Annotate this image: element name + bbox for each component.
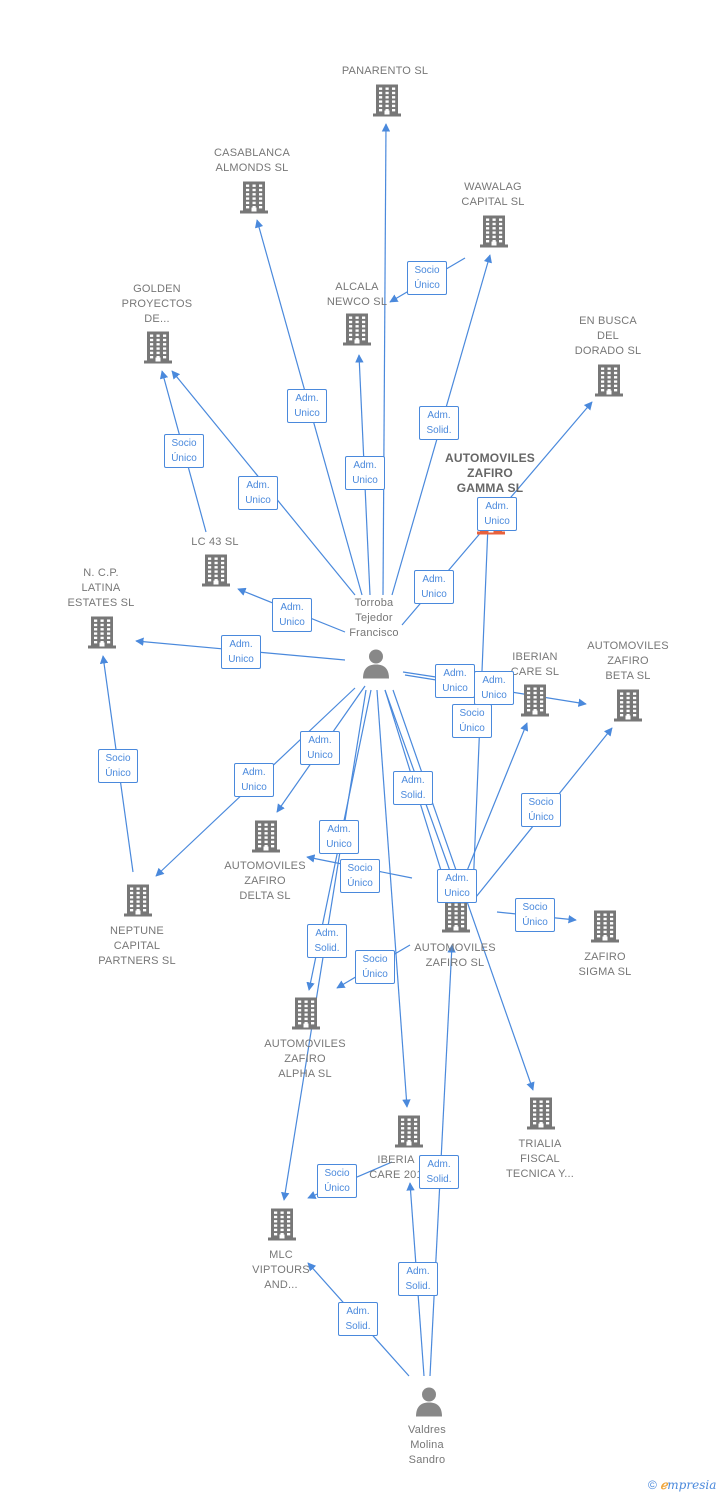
- building-icon[interactable]: [520, 683, 550, 722]
- edge-role-tag[interactable]: Socio Único: [317, 1164, 357, 1198]
- company-label-enbusca[interactable]: EN BUSCA DEL DORADO SL: [574, 315, 642, 357]
- edge-role-tag[interactable]: Adm. Unico: [234, 763, 274, 797]
- company-label-golden[interactable]: GOLDEN PROYECTOS DE...: [121, 283, 193, 325]
- company-label-wawalag[interactable]: WAWALAG CAPITAL SL: [461, 181, 525, 208]
- company-label-zafiro[interactable]: AUTOMOVILES ZAFIRO SL: [414, 942, 496, 969]
- company-label-iberiancare[interactable]: IBERIAN CARE SL: [510, 651, 560, 678]
- edge-role-tag[interactable]: Adm. Unico: [300, 731, 340, 765]
- company-label-sigma[interactable]: ZAFIRO SIGMA SL: [578, 951, 632, 978]
- company-label-panarento[interactable]: PANARENTO SL: [341, 65, 429, 77]
- company-label-iberia2016[interactable]: IBERIA CARE 201: [369, 1154, 423, 1181]
- empresia-logo: ℯmpresia: [660, 1478, 717, 1492]
- edge-role-tag[interactable]: Adm. Unico: [435, 664, 475, 698]
- edge-role-tag[interactable]: Adm. Unico: [238, 476, 278, 510]
- edge-role-tag[interactable]: Adm. Unico: [319, 820, 359, 854]
- edge-role-tag[interactable]: Adm. Solid.: [307, 924, 347, 958]
- company-label-ncp[interactable]: N. C.P. LATINA ESTATES SL: [67, 567, 135, 609]
- edge-role-tag[interactable]: Socio Único: [407, 261, 447, 295]
- building-icon[interactable]: [251, 819, 281, 858]
- edge-role-tag[interactable]: Adm. Unico: [287, 389, 327, 423]
- edge-zafiro-iberiancare: [457, 722, 529, 894]
- edge-role-tag[interactable]: Adm. Solid.: [419, 1155, 459, 1189]
- building-icon[interactable]: [342, 312, 372, 351]
- company-label-mlc[interactable]: MLC VIPTOURS AND...: [252, 1249, 310, 1291]
- company-label-neptune[interactable]: NEPTUNE CAPITAL PARTNERS SL: [98, 925, 176, 967]
- edge-role-tag[interactable]: Socio Único: [164, 434, 204, 468]
- building-icon[interactable]: [87, 615, 117, 654]
- edge-role-tag[interactable]: Adm. Solid.: [393, 771, 433, 805]
- edge-role-tag[interactable]: Adm. Unico: [437, 869, 477, 903]
- company-label-trialia[interactable]: TRIALIA FISCAL TECNICA Y...: [505, 1138, 575, 1180]
- edge-role-tag[interactable]: Socio Único: [521, 793, 561, 827]
- building-icon[interactable]: [239, 180, 269, 219]
- building-icon[interactable]: [201, 553, 231, 592]
- building-icon[interactable]: [123, 883, 153, 922]
- building-icon[interactable]: [590, 909, 620, 948]
- edge-role-tag[interactable]: Adm. Unico: [345, 456, 385, 490]
- empresia-footer[interactable]: © ℯmpresia: [648, 1478, 716, 1492]
- building-icon[interactable]: [143, 330, 173, 369]
- edge-role-tag[interactable]: Adm. Unico: [477, 497, 517, 531]
- edge-role-tag[interactable]: Socio Único: [340, 859, 380, 893]
- edge-role-tag[interactable]: Socio Único: [452, 704, 492, 738]
- edge-role-tag[interactable]: Adm. Unico: [414, 570, 454, 604]
- building-icon[interactable]: [372, 83, 402, 122]
- company-label-lc43[interactable]: LC 43 SL: [191, 536, 239, 548]
- person-icon[interactable]: [361, 649, 391, 684]
- edge-role-tag[interactable]: Adm. Solid.: [338, 1302, 378, 1336]
- person-label-valdres[interactable]: Valdres Molina Sandro: [408, 1424, 446, 1466]
- building-icon[interactable]: [526, 1096, 556, 1135]
- person-icon[interactable]: [414, 1387, 444, 1422]
- company-label-casablanca[interactable]: CASABLANCA ALMONDS SL: [214, 147, 290, 174]
- copyright-symbol: ©: [648, 1478, 657, 1492]
- edge-torroba-panarento: [381, 123, 391, 596]
- company-label-beta[interactable]: AUTOMOVILES ZAFIRO BETA SL: [587, 640, 669, 682]
- edge-role-tag[interactable]: Adm. Solid.: [419, 406, 459, 440]
- building-icon[interactable]: [441, 899, 471, 938]
- company-label-alpha[interactable]: AUTOMOVILES ZAFIRO ALPHA SL: [264, 1038, 346, 1080]
- person-label-torroba[interactable]: Torroba Tejedor Francisco: [349, 597, 399, 639]
- edge-role-tag[interactable]: Adm. Unico: [474, 671, 514, 705]
- edge-role-tag[interactable]: Adm. Solid.: [398, 1262, 438, 1296]
- edge-role-tag[interactable]: Adm. Unico: [272, 598, 312, 632]
- building-icon[interactable]: [594, 363, 624, 402]
- building-icon[interactable]: [613, 688, 643, 727]
- company-label-alcala[interactable]: ALCALA NEWCO SL: [326, 281, 388, 308]
- company-label-delta[interactable]: AUTOMOVILES ZAFIRO DELTA SL: [224, 860, 306, 902]
- edge-role-tag[interactable]: Socio Único: [98, 749, 138, 783]
- building-icon[interactable]: [267, 1207, 297, 1246]
- edge-role-tag[interactable]: Socio Único: [515, 898, 555, 932]
- building-icon[interactable]: [394, 1114, 424, 1153]
- building-icon[interactable]: [291, 996, 321, 1035]
- company-label-gamma[interactable]: AUTOMOVILES ZAFIRO GAMMA SL: [445, 451, 535, 495]
- edge-torroba-iberia2016: [376, 689, 411, 1108]
- building-icon[interactable]: [479, 214, 509, 253]
- edge-role-tag[interactable]: Socio Único: [355, 950, 395, 984]
- edge-role-tag[interactable]: Adm. Unico: [221, 635, 261, 669]
